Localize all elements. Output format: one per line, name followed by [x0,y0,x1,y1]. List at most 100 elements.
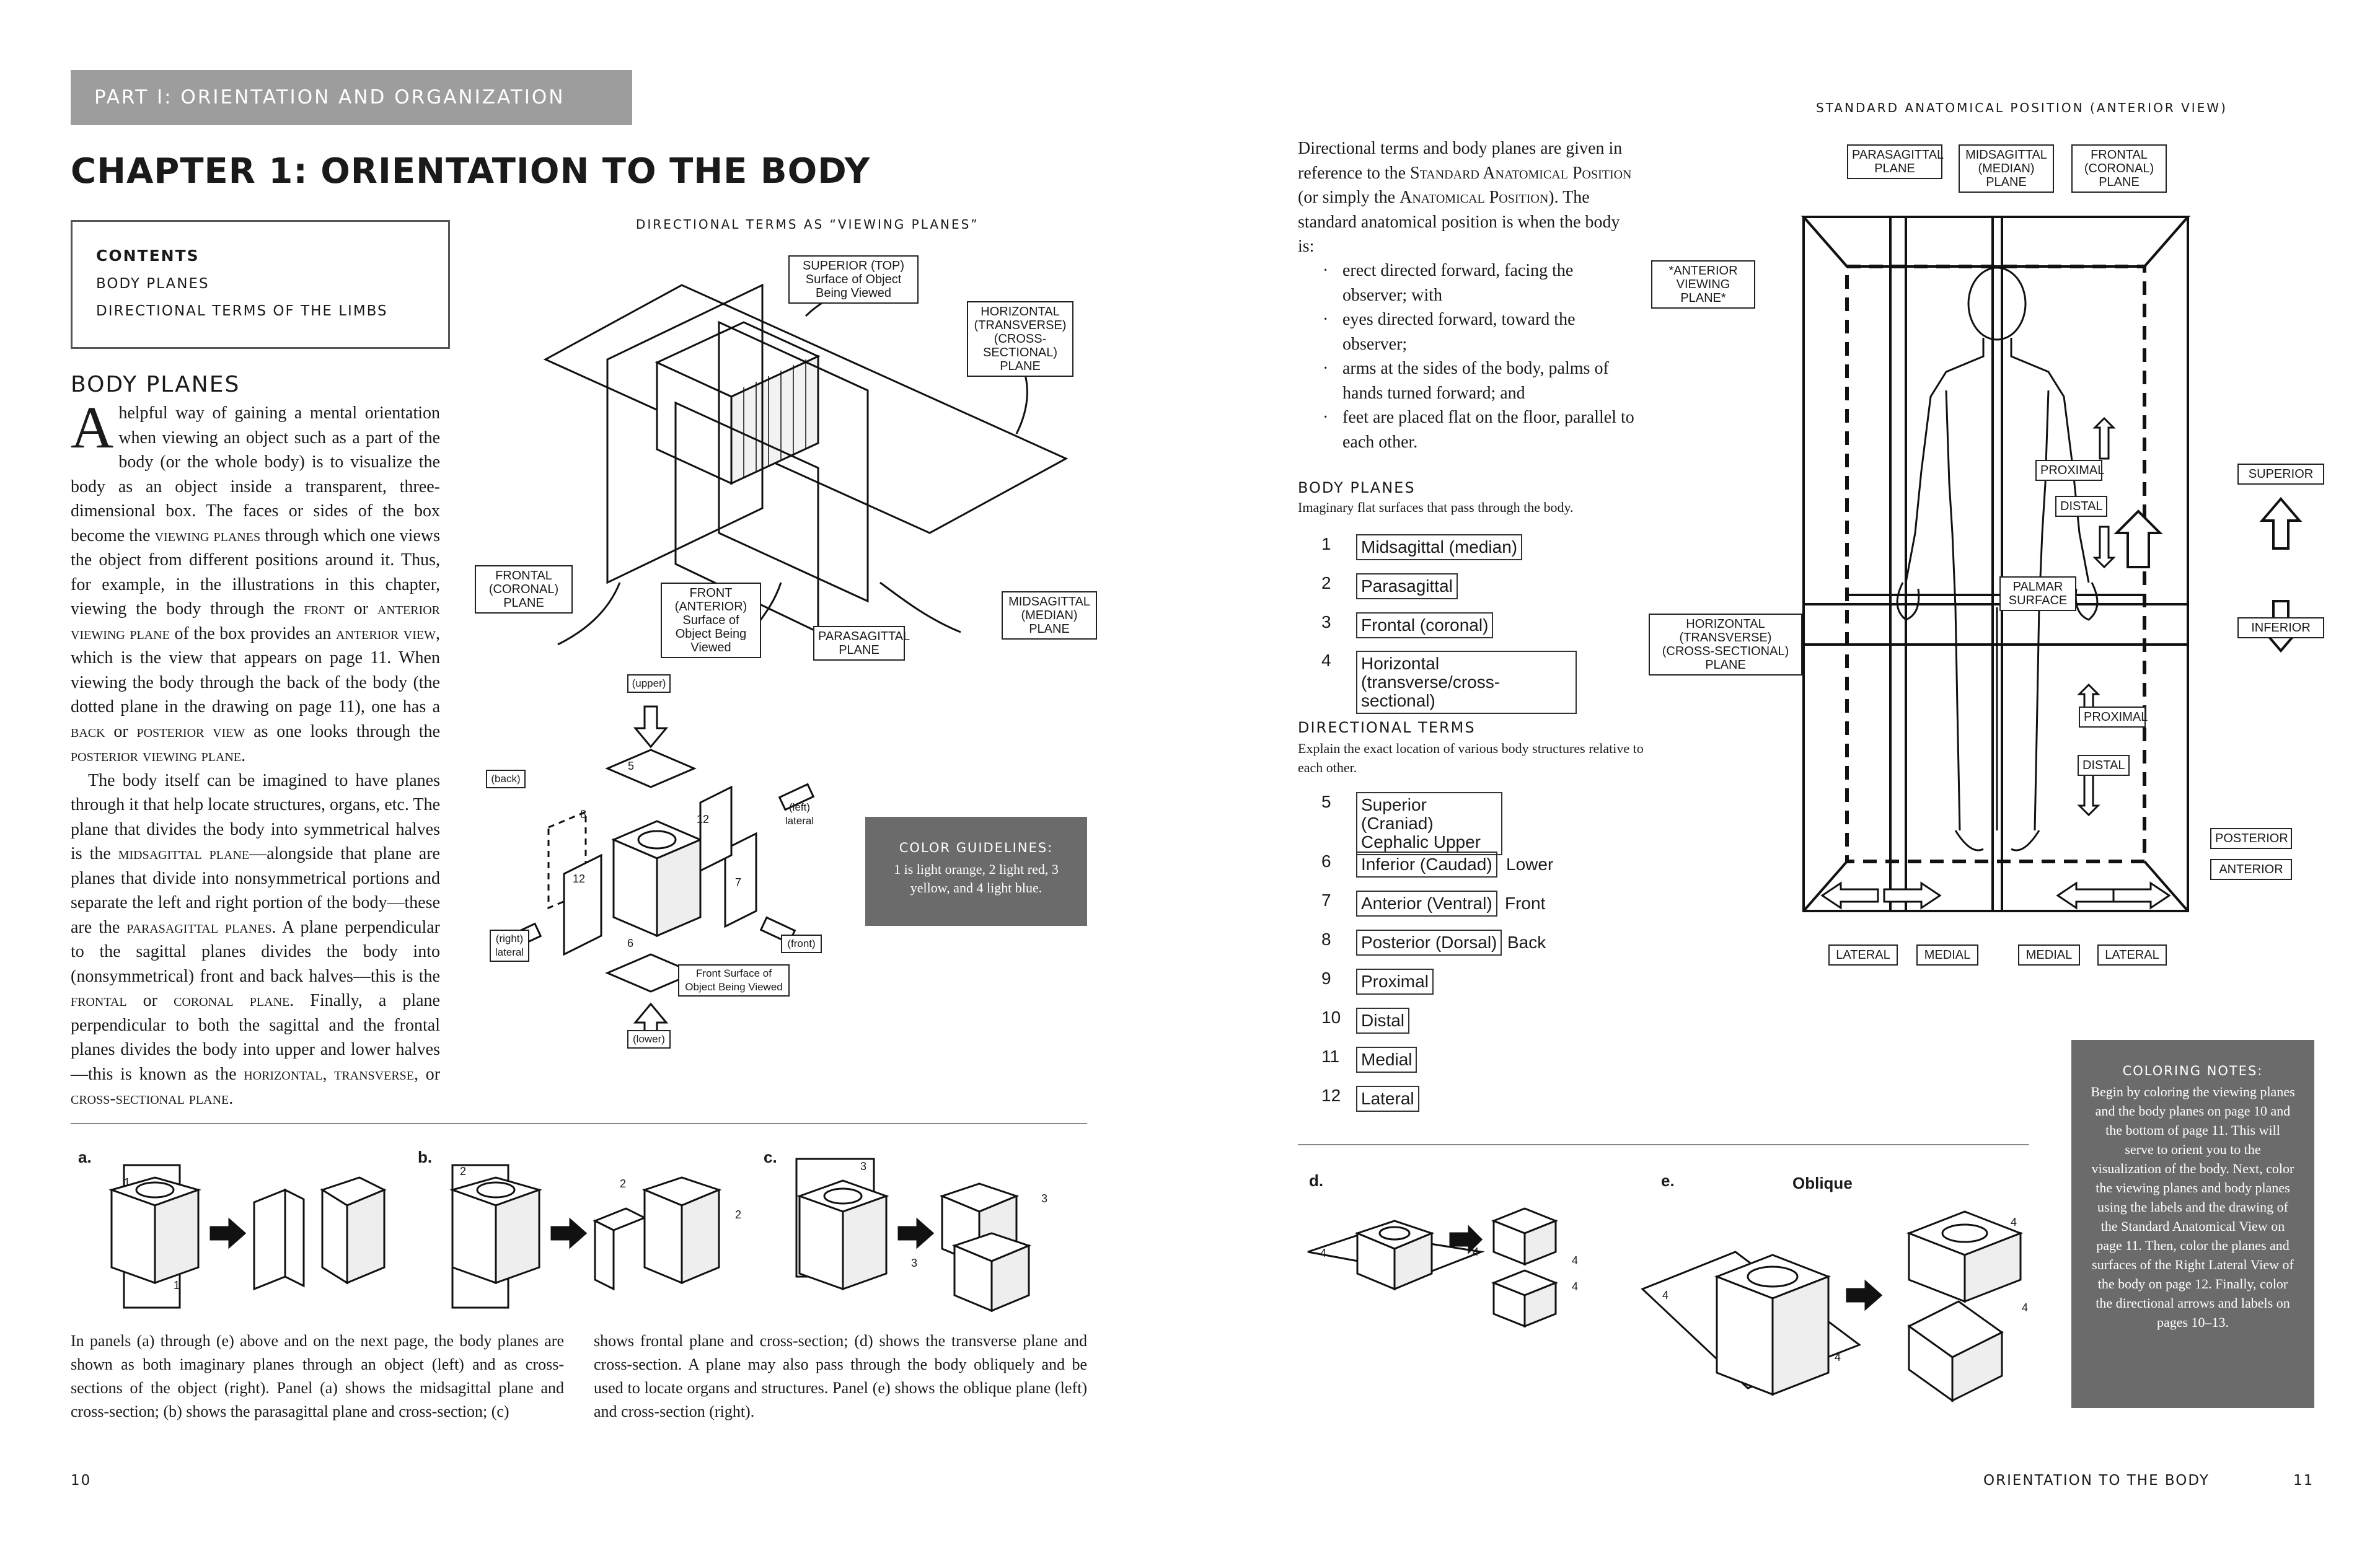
intro-text: Directional terms and body planes are gi… [1298,136,1633,259]
part-label: PART I: ORIENTATION AND ORGANIZATION [71,70,632,125]
label-superior: SUPERIOR [2237,464,2324,485]
intro-s4: ). The standard anatomical position is w… [1298,188,1620,256]
panels-caption-left: In panels (a) through (e) above and on t… [71,1332,564,1420]
panel-e-num: 4 [2011,1216,2017,1228]
p1-s2: through which one views the object from … [71,526,440,619]
fig1-label-frontal: FRONTAL (CORONAL) PLANE [475,565,573,614]
contents-title: CONTENTS [96,247,200,265]
bullet-item: ·eyes directed forward, toward the obser… [1323,310,1576,354]
term-label: Lateral [1356,1086,1419,1112]
p1-s10: or [105,721,137,741]
paragraph-2: The body itself can be imagined to have … [71,768,440,1111]
intro-s2: (or simply the [1298,188,1400,207]
coloring-notes-box: COLORING NOTES: Begin by coloring the vi… [2071,1040,2314,1408]
bullet-item: ·erect directed forward, facing the obse… [1323,261,1574,305]
label-distal-lower: DISTAL [2078,755,2130,776]
bullet-text: eyes directed forward, toward the observ… [1342,310,1576,354]
coloring-notes-text: Begin by coloring the viewing planes and… [2091,1084,2295,1330]
dropcap: A [71,394,114,460]
panel-e-label: e. [1661,1171,1675,1190]
panel-e-num: 4 [1662,1289,1669,1301]
term-posterior-viewing-plane: posterior viewing plane [71,746,242,765]
divider-left [71,1123,1087,1124]
anatomical-figure-title: STANDARD ANATOMICAL POSITION (ANTERIOR V… [1816,100,2228,115]
label-anterior: ANTERIOR [2210,859,2292,880]
term-label: Superior (Craniad) Cephalic Upper [1356,792,1502,855]
p2-s0: The body itself can be imagined to have … [71,770,440,864]
panel-d-num: 4 [1572,1280,1579,1293]
plane-label: Horizontal (transverse/cross-sectional) [1356,651,1577,714]
anatomical-position-illustration [1800,216,2191,912]
panel-d-num: 4 [1473,1246,1479,1258]
directional-terms-sub: Explain the exact location of various bo… [1298,741,1644,775]
fig1-title: DIRECTIONAL TERMS AS “VIEWING PLANES” [636,217,979,232]
label-midsagittal-plane: MIDSAGITTAL (MEDIAN) PLANE [1959,144,2054,193]
fig1-label-superior: SUPERIOR (TOP) Surface of Object Being V… [788,255,919,304]
fig2-label-back: (back) [486,770,526,788]
term-label: Anterior (Ventral) [1356,891,1497,917]
page-number-right: 11 [2293,1472,2314,1489]
term-num: 10 [1321,1008,1341,1027]
plane-label: Parasagittal [1356,573,1458,599]
running-footer: ORIENTATION TO THE BODY [1983,1472,2210,1489]
p1-s8: , which is the view that appears on page… [71,623,440,717]
fig2-label-front: (front) [781,935,822,953]
label-inferior: INFERIOR [2237,617,2324,638]
term-horizontal: horizontal, transverse, [244,1064,419,1084]
divider-right [1298,1144,2029,1145]
term-num: 8 [1321,930,1331,949]
fig2-label-right: (right) lateral [490,930,529,962]
fig2-num: 6 [627,937,634,949]
p1-s14: . [241,746,246,765]
exploded-box-illustration [505,705,815,1049]
fig2-num: 12 [573,873,586,885]
term-back: back [71,721,105,741]
panel-b-num: 2 [460,1165,467,1177]
panel-c-num: 3 [911,1257,918,1269]
term-anterior-viewing-plane: anterior viewing plane [71,599,441,643]
term-num: 12 [1321,1086,1341,1105]
p1-s0: helpful way of gaining a mental orientat… [71,403,440,545]
plane-label: Midsagittal (median) [1356,534,1523,560]
bullet-text: arms at the sides of the body, palms of … [1342,359,1609,403]
label-anterior-viewing-plane: *ANTERIOR VIEWING PLANE* [1651,260,1755,309]
position-bullets: ·erect directed forward, facing the obse… [1320,258,1636,454]
label-parasagittal-plane: PARASAGITTAL PLANE [1847,144,1944,179]
page-number-left: 10 [71,1472,92,1489]
coloring-notes-title: COLORING NOTES: [2122,1063,2263,1078]
term-label: Medial [1356,1047,1417,1073]
p2-s6: or [126,991,174,1010]
label-horizontal-plane: HORIZONTAL (TRANSVERSE) (CROSS-SECTIONAL… [1649,614,1802,676]
panel-d-label: d. [1309,1171,1324,1190]
term-frontal: frontal [71,991,127,1010]
contents-item-body-planes[interactable]: BODY PLANES [96,276,209,292]
body-planes-heading: BODY PLANES [1298,479,1416,496]
p2-s8: . Finally, a plane perpendicular to both… [71,991,440,1084]
term-anatomical-position: Anatomical Position [1399,188,1549,207]
term-label: Inferior (Caudad) [1356,852,1497,878]
panel-b-num: 2 [735,1208,742,1221]
color-guidelines-text: 1 is light orange, 2 light red, 3 yellow… [894,861,1059,896]
fig2-label-lower: (lower) [627,1030,671,1049]
contents-box: CONTENTS BODY PLANES DIRECTIONAL TERMS O… [71,220,450,349]
label-lateral-right: LATERAL [2097,944,2167,966]
panel-c-num: 3 [1041,1192,1048,1205]
fig2-num: 8 [580,808,587,821]
term-num: 11 [1321,1047,1340,1066]
color-guidelines-title: COLOR GUIDELINES: [899,840,1054,855]
term-standard-anatomical-position: Standard Anatomical Position [1410,163,1632,183]
term-viewing-planes: viewing planes [154,526,261,545]
label-distal-upper: DISTAL [2055,496,2107,517]
p2-s4: . A plane perpendicular to the sagittal … [71,917,440,986]
panel-c-label: c. [764,1148,777,1166]
contents-item-directional-terms[interactable]: DIRECTIONAL TERMS OF THE LIMBS [96,303,388,319]
p2-s10: or [418,1064,441,1084]
p2-s12: . [229,1089,234,1108]
term-posterior-view: posterior view [136,721,245,741]
panels-caption-right: shows frontal plane and cross-section; (… [594,1332,1087,1420]
bullet-item: ·feet are placed flat on the floor, para… [1323,408,1634,452]
plane-num: 1 [1321,534,1331,553]
p1-s12: as one looks through the [245,721,440,741]
term-num: 7 [1321,891,1331,910]
fig2-num: 7 [735,876,742,889]
